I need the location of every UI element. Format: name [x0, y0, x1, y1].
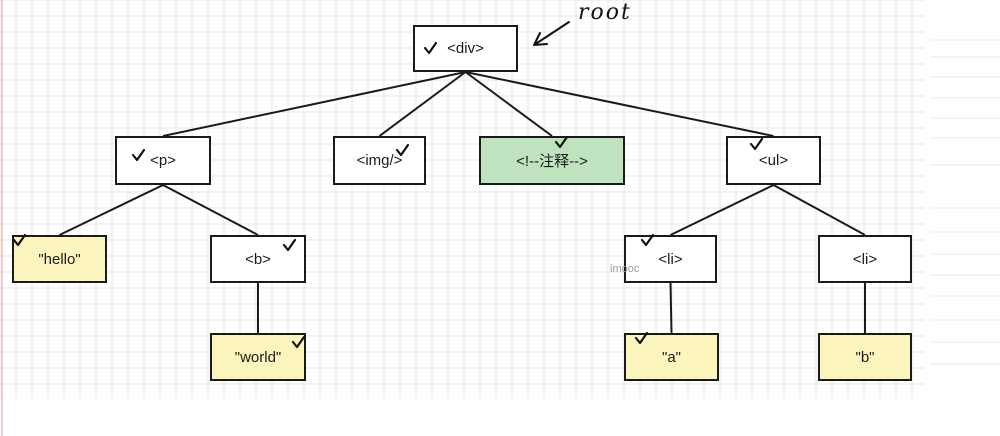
root-annotation: root: [578, 0, 632, 25]
node-b: <b>: [210, 235, 306, 283]
node-label: <p>: [150, 152, 176, 169]
edge-div-comment: [464, 71, 553, 137]
node-label: <img/>: [356, 152, 403, 169]
edge-ul-li2: [773, 184, 866, 236]
node-p: <p>: [115, 136, 211, 185]
edge-div-ul: [465, 71, 774, 137]
edge-p-b: [162, 184, 259, 236]
node-label: "b": [855, 348, 875, 366]
node-comment: <!--注释-->: [479, 136, 625, 185]
node-label: <li>: [658, 250, 683, 268]
node-label: <b>: [245, 250, 271, 268]
node-btext: "b": [818, 333, 912, 381]
node-label: "world": [234, 348, 282, 366]
node-div: <div>: [413, 25, 518, 72]
edge-ul-li1: [670, 184, 774, 236]
node-a: "a": [624, 333, 719, 381]
node-label: <ul>: [758, 152, 789, 169]
node-hello: "hello": [12, 235, 107, 283]
node-label: <!--注释-->: [516, 153, 588, 170]
node-label: "hello": [38, 250, 81, 268]
watermark: imooc: [610, 263, 640, 275]
node-label: <div>: [447, 40, 484, 57]
node-world: "world": [210, 333, 306, 381]
edge-p-hello: [59, 184, 164, 236]
node-label: "a": [662, 348, 681, 366]
edge-div-p: [162, 71, 466, 137]
node-li1: <li>: [624, 235, 717, 283]
edge-li1-a: [669, 282, 673, 334]
edge-div-img: [378, 71, 467, 137]
node-li2: <li>: [818, 235, 912, 283]
node-label: <li>: [852, 250, 878, 268]
node-img: <img/>: [333, 136, 426, 185]
node-ul: <ul>: [726, 136, 821, 185]
